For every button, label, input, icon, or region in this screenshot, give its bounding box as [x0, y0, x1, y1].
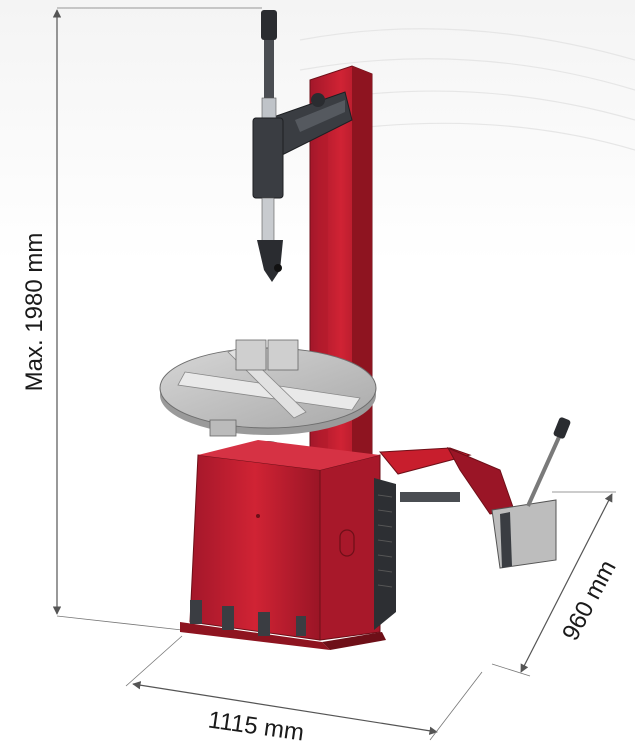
- depth-label: 960 mm: [557, 556, 622, 645]
- foot-pedals: [190, 600, 306, 636]
- mounting-head-shaft: [252, 10, 284, 282]
- width-dimension: [125, 635, 483, 741]
- width-label: 1115 mm: [206, 706, 305, 746]
- height-label: Max. 1980 mm: [21, 233, 48, 392]
- height-dimension: [52, 7, 262, 631]
- base-plate: [180, 622, 386, 650]
- bead-breaker-arm: [378, 417, 571, 569]
- turntable: [159, 339, 377, 455]
- horizontal-arm: [264, 91, 353, 161]
- machine-body: [189, 440, 381, 641]
- side-panel: [374, 478, 396, 630]
- depth-dimension: [491, 491, 616, 677]
